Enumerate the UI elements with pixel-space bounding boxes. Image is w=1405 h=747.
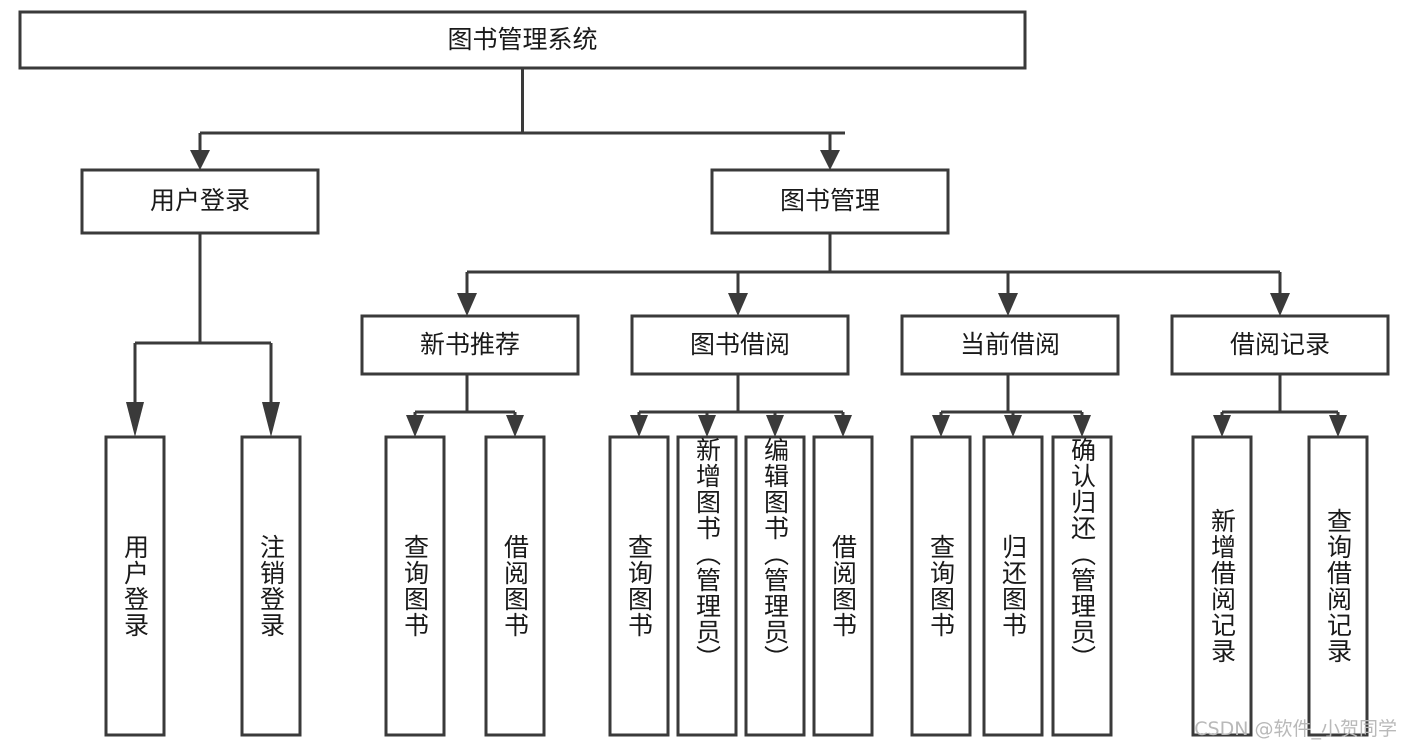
node-book-manage-label: 图书管理 — [780, 186, 880, 215]
connector-lines — [126, 68, 1347, 437]
node-current-borrow-box[interactable] — [900, 314, 1120, 376]
arrow-bb-leaf1 — [630, 415, 648, 437]
leaf-logout-box[interactable] — [240, 435, 302, 737]
node-book-manage[interactable]: 图书管理 — [710, 168, 950, 235]
node-book-borrow-label: 图书借阅 — [690, 330, 790, 359]
node-root[interactable]: 图书管理系统 — [18, 10, 1027, 70]
leaf-borrow-book-box[interactable] — [812, 435, 874, 737]
arrow-cb-leaf2 — [1004, 415, 1022, 437]
node-new-book-recommend-box[interactable] — [360, 314, 580, 376]
arrow-to-borrow-record — [1270, 293, 1290, 316]
node-book-borrow-box[interactable] — [630, 314, 850, 376]
node-current-borrow-label: 当前借阅 — [960, 330, 1060, 359]
node-borrow-record-box[interactable] — [1170, 314, 1390, 376]
leaf-edit-book-box[interactable] — [744, 435, 806, 737]
node-new-book-recommend-label: 新书推荐 — [420, 330, 520, 359]
arrow-bb-leaf2 — [698, 415, 716, 437]
node-book-manage-box[interactable] — [710, 168, 950, 235]
arrow-nb-leaf2 — [506, 415, 524, 437]
leaf-query-book-rec-box[interactable] — [384, 435, 446, 737]
leaf-query-book-borrow-box[interactable] — [608, 435, 670, 737]
arrow-to-current-borrow — [998, 293, 1018, 316]
arrow-bb-leaf4 — [834, 415, 852, 437]
arrow-br-leaf2 — [1329, 415, 1347, 437]
arrow-bb-leaf3 — [766, 415, 784, 437]
node-borrow-record-label: 借阅记录 — [1230, 330, 1330, 359]
arrow-to-user-login — [190, 150, 210, 170]
arrow-ul-leaf1 — [126, 402, 144, 437]
leaf-query-record-box[interactable] — [1307, 435, 1369, 737]
node-user-login-box[interactable] — [80, 168, 320, 235]
leaf-confirm-return-box[interactable] — [1051, 435, 1113, 737]
leaf-query-book-current-box[interactable] — [910, 435, 972, 737]
leaf-add-record-box[interactable] — [1191, 435, 1253, 737]
arrow-nb-leaf1 — [406, 415, 424, 437]
arrow-to-new-book — [457, 293, 477, 316]
arrow-cb-leaf1 — [932, 415, 950, 437]
leaf-borrow-book-rec-box[interactable] — [484, 435, 546, 737]
node-user-login-label: 用户登录 — [150, 186, 250, 215]
leaf-boxes — [104, 435, 1369, 737]
node-new-book-recommend[interactable]: 新书推荐 — [360, 314, 580, 376]
node-root-box[interactable] — [18, 10, 1027, 70]
node-borrow-record[interactable]: 借阅记录 — [1170, 314, 1390, 376]
arrow-br-leaf1 — [1213, 415, 1231, 437]
leaf-add-book-box[interactable] — [676, 435, 738, 737]
arrow-to-book-manage — [820, 150, 840, 170]
leaf-return-book-box[interactable] — [982, 435, 1044, 737]
arrow-to-book-borrow — [728, 293, 748, 316]
node-book-borrow[interactable]: 图书借阅 — [630, 314, 850, 376]
arrow-cb-leaf3 — [1073, 415, 1091, 437]
leaf-user-login-box[interactable] — [104, 435, 166, 737]
node-root-label: 图书管理系统 — [447, 25, 597, 54]
arrow-ul-leaf2 — [262, 402, 280, 437]
node-current-borrow[interactable]: 当前借阅 — [900, 314, 1120, 376]
node-user-login[interactable]: 用户登录 — [80, 168, 320, 235]
